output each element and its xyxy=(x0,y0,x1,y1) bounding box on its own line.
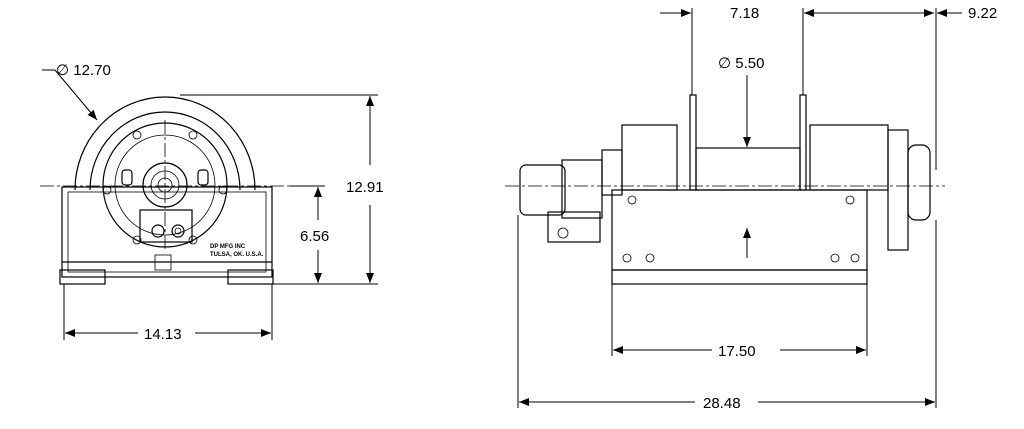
location-label: TULSA, OK. U.S.A. xyxy=(210,252,264,258)
dim-mount-length: 17.50 xyxy=(718,343,756,360)
dim-centerline-height: 6.56 xyxy=(300,228,329,245)
front-dimensions: ∅ 12.70 12.91 6.56 14.13 xyxy=(42,62,384,343)
front-view: DP MFG INC TULSA, OK. U.S.A. xyxy=(40,96,290,285)
side-view xyxy=(505,94,945,285)
maker-label: DP MFG INC xyxy=(210,244,246,250)
dim-front-width: 14.13 xyxy=(144,326,182,343)
dim-drum-length: 7.18 xyxy=(730,5,759,22)
dim-front-height: 12.91 xyxy=(346,179,384,196)
side-dimensions: 7.18 9.22 ∅ 5.50 17.50 28.48 xyxy=(517,5,997,412)
dim-front-diameter: ∅ 12.70 xyxy=(56,62,111,79)
dim-overall-length: 28.48 xyxy=(703,395,741,412)
dim-drum-diameter: ∅ 5.50 xyxy=(718,55,764,72)
dim-motor-extension: 9.22 xyxy=(968,5,997,22)
